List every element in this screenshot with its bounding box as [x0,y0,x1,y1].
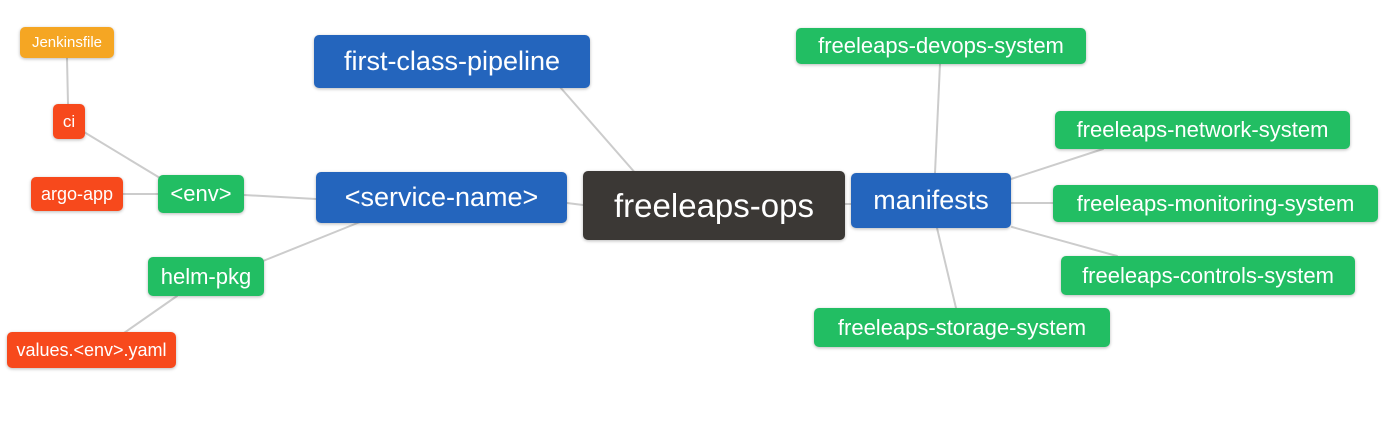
edge-manifests-to-storage-system [936,227,957,309]
node-argo-app[interactable]: argo-app [31,177,123,211]
node-values-env-yaml[interactable]: values.<env>.yaml [7,332,176,368]
node-devops-system[interactable]: freeleaps-devops-system [796,28,1086,64]
node-jenkinsfile[interactable]: Jenkinsfile [20,27,114,58]
edge-service-name-to-helm-pkg [262,221,361,262]
node-service-name[interactable]: <service-name> [316,172,567,223]
edge-manifests-to-controls-system [1011,226,1118,257]
node-network-system[interactable]: freeleaps-network-system [1055,111,1350,149]
edge-helm-pkg-to-values-env-yaml [123,295,178,334]
edge-first-class-pipeline-to-freeleaps-ops [559,86,638,176]
node-manifests[interactable]: manifests [851,173,1011,228]
edge-manifests-to-network-system [1010,148,1104,180]
node-controls-system[interactable]: freeleaps-controls-system [1061,256,1355,295]
node-freeleaps-ops[interactable]: freeleaps-ops [583,171,845,240]
node-ci[interactable]: ci [53,104,85,139]
node-first-class-pipeline[interactable]: first-class-pipeline [314,35,590,88]
edge-manifests-to-devops-system [934,63,941,174]
node-storage-system[interactable]: freeleaps-storage-system [814,308,1110,347]
edge-service-name-to-freeleaps-ops [566,202,584,206]
node-helm-pkg[interactable]: helm-pkg [148,257,264,296]
edge-env-to-service-name [243,194,317,200]
node-env[interactable]: <env> [158,175,244,213]
edge-ci-to-env [83,131,161,179]
edge-jenkinsfile-to-ci [66,57,69,105]
node-monitoring-system[interactable]: freeleaps-monitoring-system [1053,185,1378,222]
